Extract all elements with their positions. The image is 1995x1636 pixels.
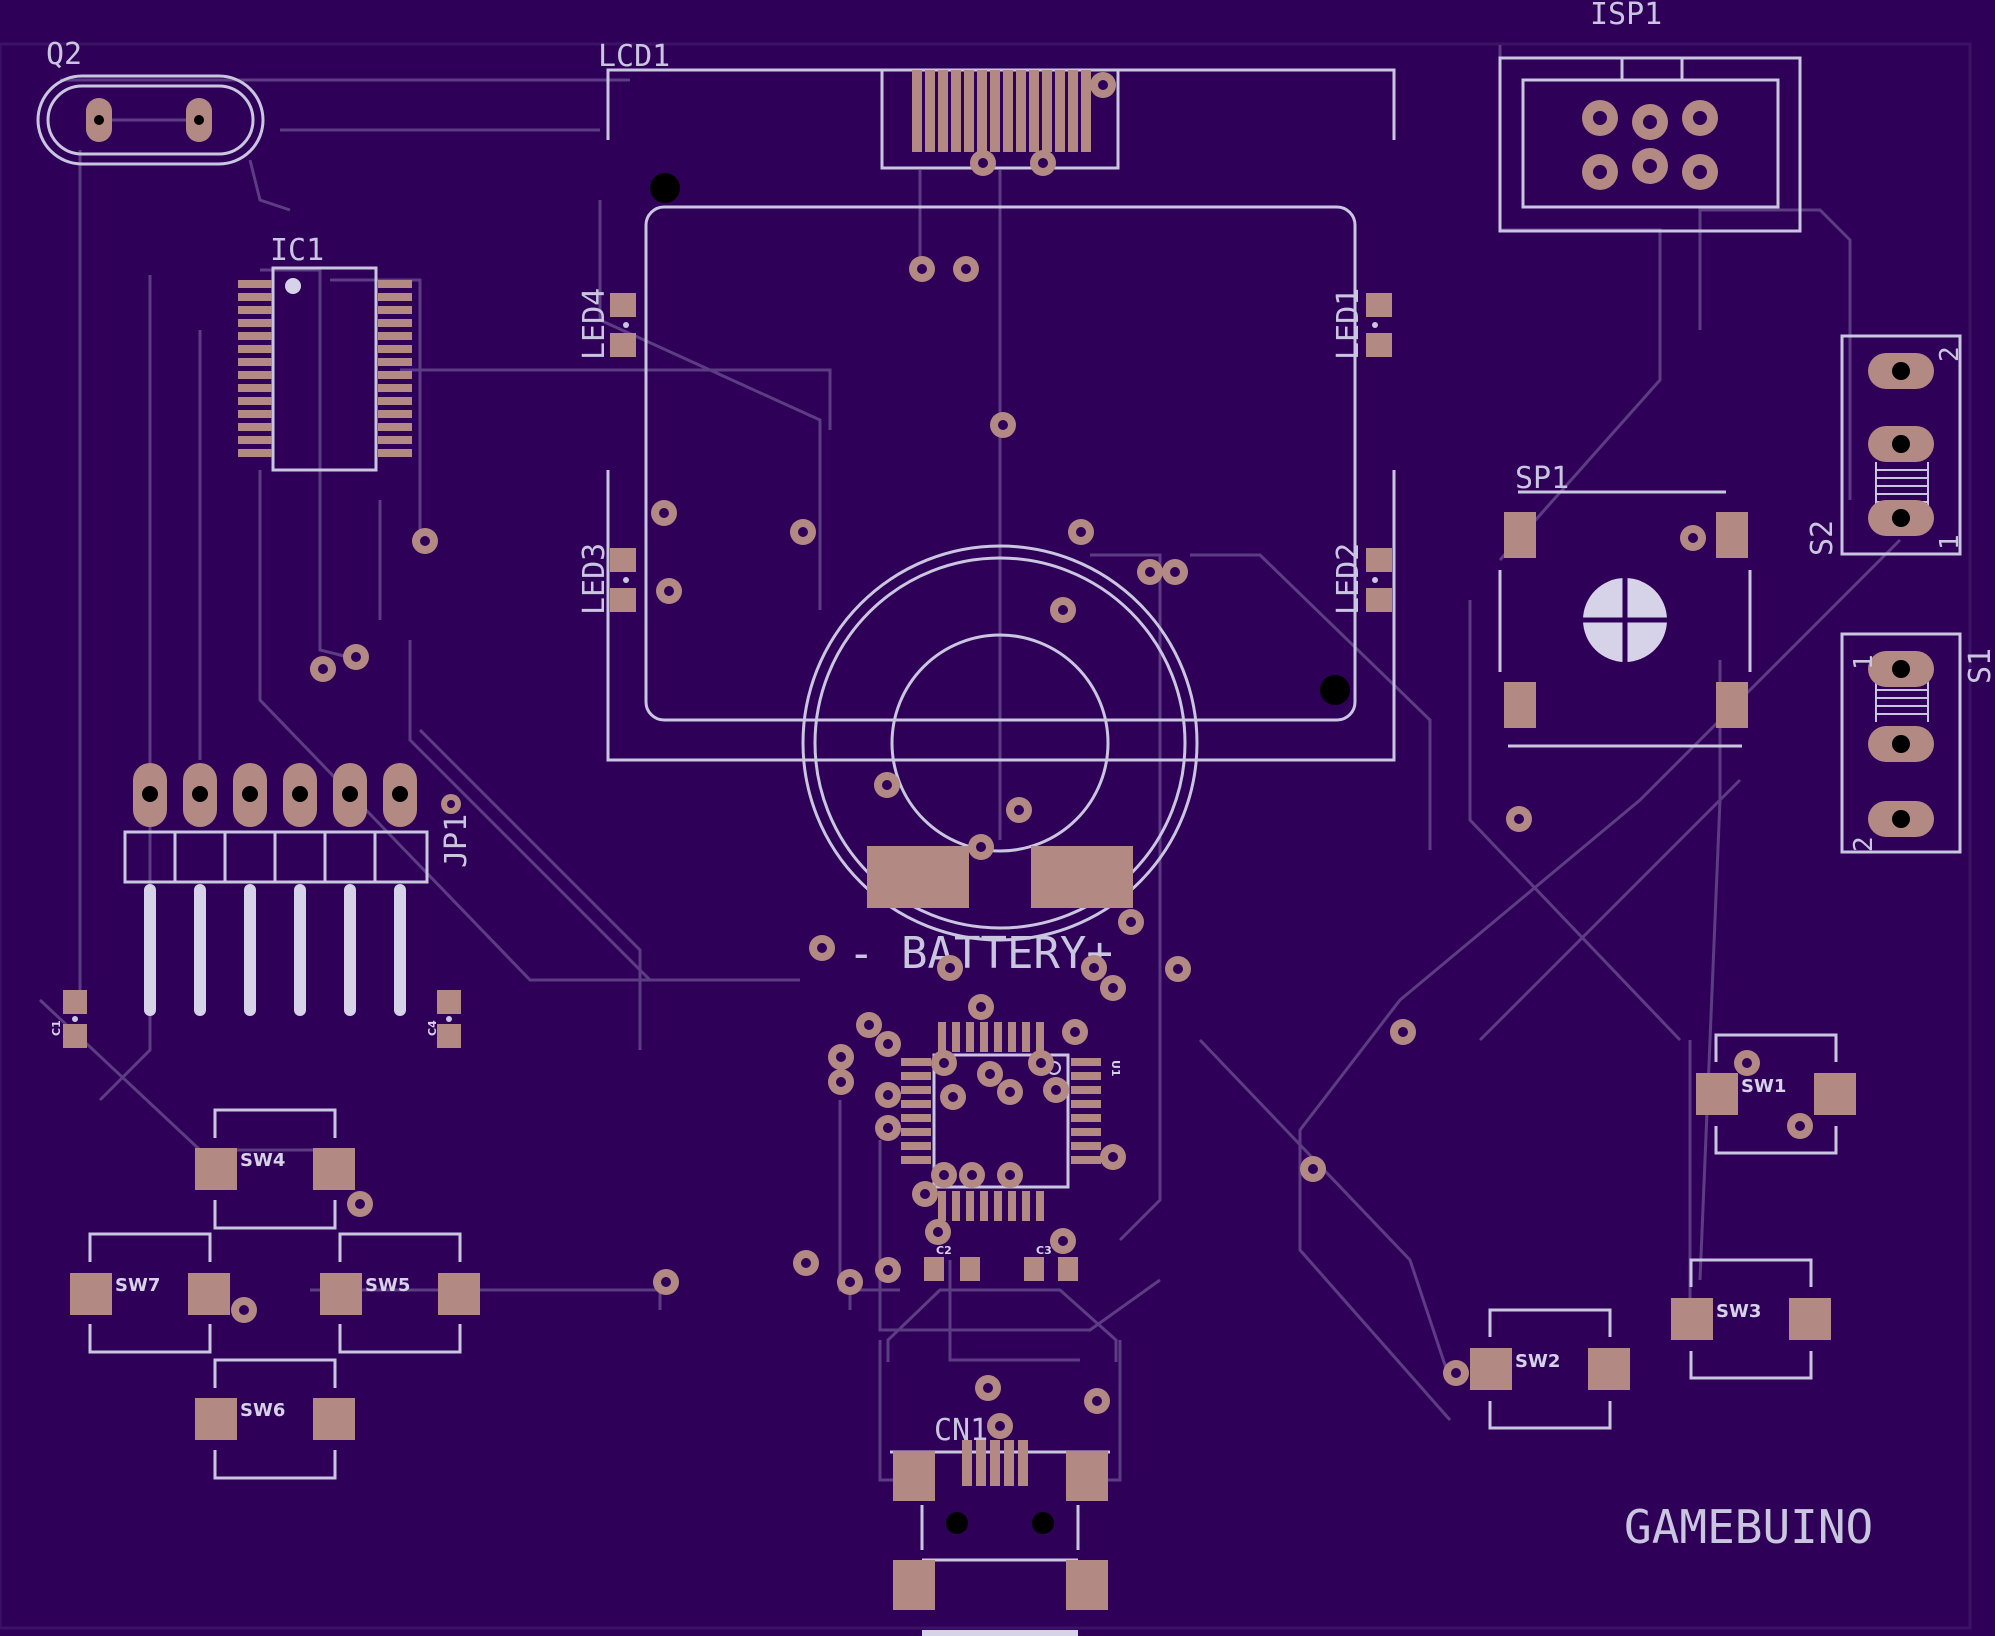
led1: LED1	[1331, 288, 1392, 360]
s2-switch: S2 2 1	[1805, 334, 1965, 556]
s1-pin1-label: 1	[1849, 654, 1879, 670]
q2-label: Q2	[46, 37, 82, 72]
sp1-speaker: SP1	[1498, 461, 1752, 748]
copper-traces	[38, 45, 1902, 1482]
sw6-label: SW6	[240, 1400, 285, 1421]
c3-capacitor: C3	[1024, 1244, 1078, 1281]
s2-label: S2	[1805, 520, 1840, 556]
sw5-label: SW5	[365, 1275, 410, 1296]
c2-capacitor: C2	[924, 1244, 980, 1281]
led3-label: LED3	[577, 543, 612, 615]
sw3-label: SW3	[1716, 1301, 1761, 1322]
s1-pin2-label: 2	[1849, 836, 1879, 852]
sw4-button: SW4	[195, 1108, 355, 1230]
led4: LED4	[577, 288, 636, 360]
c3-label: C3	[1036, 1244, 1052, 1257]
sw2-label: SW2	[1515, 1351, 1560, 1372]
led2-label: LED2	[1331, 543, 1366, 615]
s1-switch: S1 1 2	[1840, 632, 1995, 854]
ic1-chip: IC1	[238, 233, 412, 472]
ic1-label: IC1	[270, 233, 324, 268]
s1-label: S1	[1963, 648, 1995, 684]
board-name: GAMEBUINO	[1624, 1500, 1873, 1554]
s2-pin2-label: 2	[1935, 346, 1965, 362]
sw7-label: SW7	[115, 1275, 160, 1296]
q2-crystal: Q2	[36, 37, 265, 166]
lcd1-display: LCD1	[598, 39, 1396, 762]
s2-pin1-label: 1	[1935, 534, 1965, 550]
c4-label: C4	[426, 1020, 439, 1036]
usb-opening	[922, 1630, 1078, 1636]
u1-microcontroller: U1	[901, 1022, 1122, 1221]
sw2-button: SW2	[1470, 1308, 1630, 1430]
led3: LED3	[577, 543, 636, 615]
led1-label: LED1	[1331, 288, 1366, 360]
c1-capacitor: C1	[50, 990, 87, 1048]
sw6-button: SW6	[195, 1358, 355, 1480]
jp1-header: JP1	[123, 763, 474, 1016]
isp1-connector: ISP1	[1498, 0, 1802, 233]
battery-holder: - BATTERY+	[801, 544, 1199, 979]
c1-label: C1	[50, 1020, 63, 1036]
u1-label: U1	[1109, 1060, 1122, 1077]
cn1-usb-connector: CN1	[886, 1288, 1118, 1610]
led2: LED2	[1331, 543, 1392, 615]
led4-label: LED4	[577, 288, 612, 360]
lcd1-label: LCD1	[598, 39, 670, 74]
board-outline	[0, 42, 1972, 1630]
sw1-button: SW1	[1696, 1033, 1856, 1155]
sw3-button: SW3	[1671, 1258, 1831, 1380]
sw1-label: SW1	[1741, 1076, 1786, 1097]
cn1-label: CN1	[934, 1413, 988, 1448]
battery-label: - BATTERY+	[848, 928, 1113, 979]
sw4-label: SW4	[240, 1150, 285, 1171]
sw7-button: SW7	[70, 1232, 230, 1354]
c4-capacitor: C4	[426, 990, 461, 1048]
via-holes	[239, 80, 1805, 1431]
jp1-label: JP1	[439, 814, 474, 868]
c2-label: C2	[936, 1244, 952, 1257]
sw5-button: SW5	[320, 1232, 480, 1354]
isp1-label: ISP1	[1590, 0, 1662, 32]
sp1-label: SP1	[1515, 461, 1569, 496]
